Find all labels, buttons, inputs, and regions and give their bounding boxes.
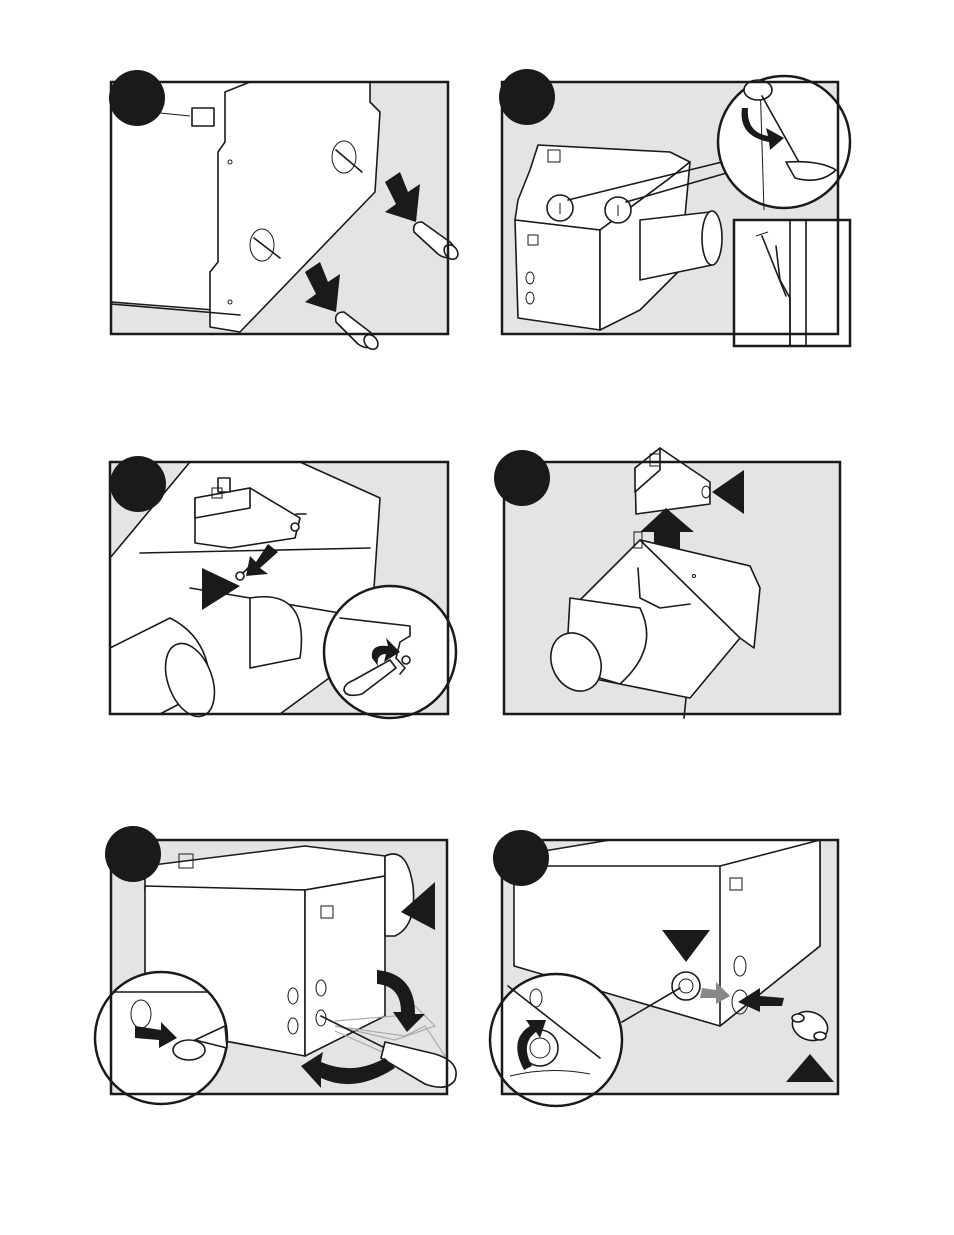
step-badge <box>110 456 166 512</box>
locknut-icon <box>672 972 700 1000</box>
step-1-panel <box>100 72 460 352</box>
step-4-panel <box>490 448 860 738</box>
step-badge <box>493 830 549 886</box>
step-4-illustration <box>490 448 860 738</box>
step-badge <box>494 450 550 506</box>
step-2-illustration <box>490 70 860 360</box>
knockout-callout <box>95 972 227 1104</box>
wiring-box-lifted <box>635 448 710 514</box>
magnifier-callout <box>718 76 850 210</box>
step-badge <box>499 69 555 125</box>
step-5-panel <box>95 826 475 1116</box>
step-2-panel <box>490 70 860 360</box>
step-5-illustration <box>95 826 475 1116</box>
screwdriver-callout <box>324 586 456 718</box>
step-3-panel <box>100 448 470 738</box>
step-badge <box>109 70 165 126</box>
step-badge <box>105 826 161 882</box>
inset-detail <box>734 220 850 346</box>
step-6-illustration <box>490 826 860 1116</box>
step-1-illustration <box>100 72 460 352</box>
step-3-illustration <box>100 448 470 738</box>
step-6-panel <box>490 826 860 1116</box>
